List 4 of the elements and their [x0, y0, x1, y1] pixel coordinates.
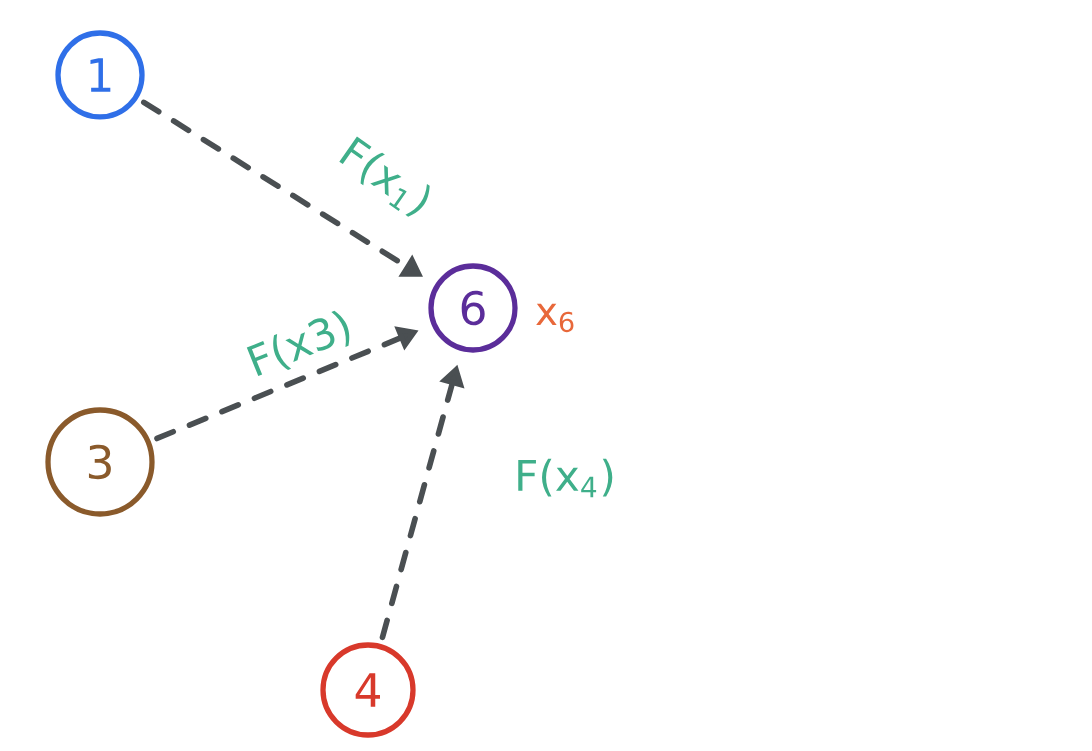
- edge-label: F(x$_{1}$): [339, 136, 430, 217]
- edge-label: F(x3): [246, 310, 350, 377]
- variable-label: x$_{6}$: [536, 303, 574, 333]
- edge-label: F(x$_{4}$): [518, 458, 613, 498]
